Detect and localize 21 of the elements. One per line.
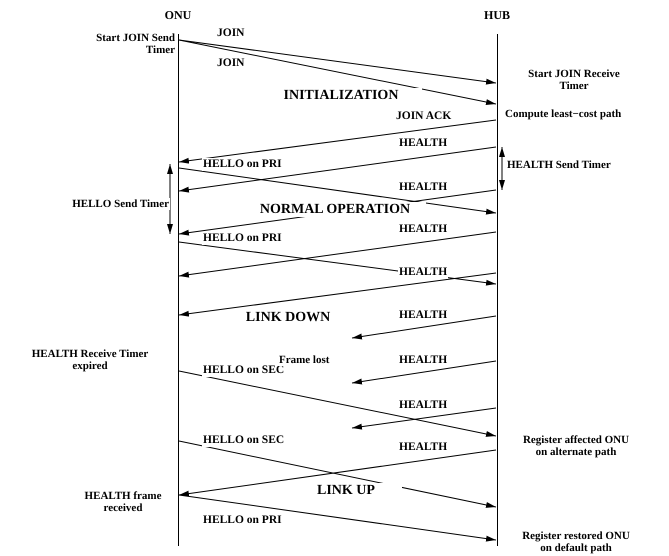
- message-arrow: [352, 408, 496, 430]
- message-arrow: [178, 168, 496, 215]
- message-arrow: [178, 450, 496, 497]
- lifeline-title: ONU: [164, 8, 192, 22]
- message-arrow: [178, 232, 496, 278]
- message-arrow: [178, 40, 496, 105]
- message-arrow: [178, 40, 496, 85]
- lifeline-title: HUB: [484, 8, 510, 22]
- edge-label: HELLO on PRI: [202, 232, 283, 245]
- message-arrow: [178, 440, 496, 508]
- message-arrow: [178, 146, 496, 193]
- message-arrow: [178, 494, 496, 542]
- edge-label: HELLO on SEC: [202, 364, 286, 377]
- edge-label: HELLO on SEC: [202, 434, 286, 447]
- message-arrow: [178, 120, 496, 164]
- edge-label: HEALTH: [398, 266, 448, 279]
- message-arrow: [352, 316, 496, 340]
- message-arrow: [178, 370, 496, 437]
- message-arrow: [352, 360, 496, 384]
- edge-label: HELLO on PRI: [202, 158, 283, 171]
- message-arrow: [178, 272, 496, 317]
